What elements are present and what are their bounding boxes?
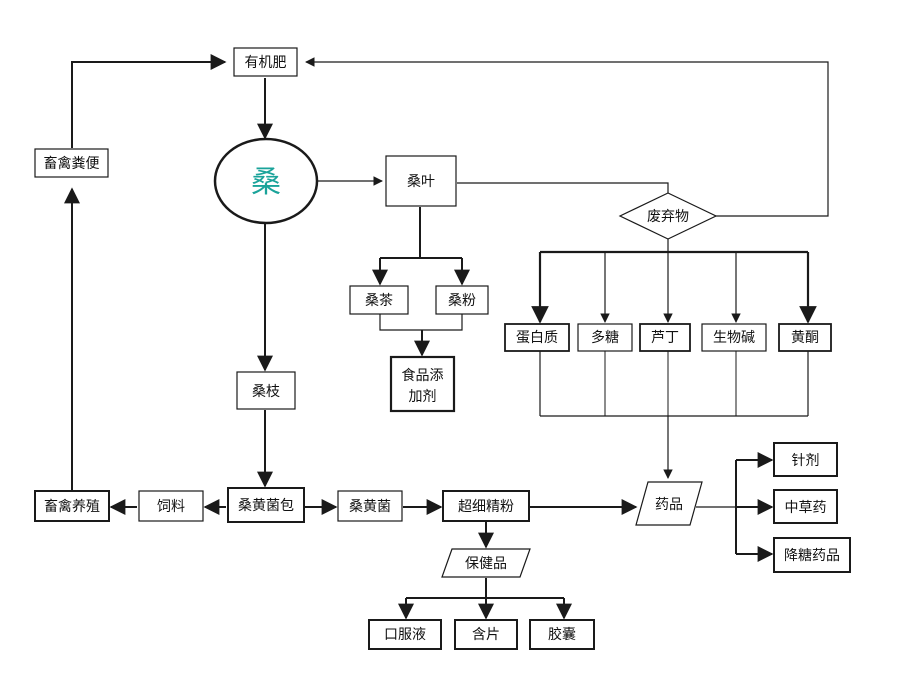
node-health-product: 保健品 <box>441 548 531 578</box>
node-feed: 饲料 <box>138 490 204 522</box>
connectors <box>64 54 829 620</box>
node-mulberry: 桑 <box>213 137 319 225</box>
label-food-additive-line1: 食品添 <box>402 367 444 384</box>
label-tablet: 含片 <box>472 627 500 643</box>
label-polysaccharide: 多糖 <box>591 329 619 346</box>
node-food-additive: 食品添 加剂 <box>389 355 456 413</box>
label-rutin: 芦丁 <box>651 330 679 346</box>
label-mulberry-branch: 桑枝 <box>252 384 280 400</box>
label-mulberry: 桑 <box>251 165 281 200</box>
label-mulberry-powder: 桑粉 <box>448 293 476 309</box>
label-phellinus: 桑黄菌 <box>349 498 391 515</box>
label-flavonoid: 黄酮 <box>791 329 819 346</box>
node-protein: 蛋白质 <box>504 323 570 352</box>
label-capsule: 胶囊 <box>548 626 576 643</box>
node-mulberry-leaf: 桑叶 <box>385 155 457 207</box>
node-chinese-herbal: 中草药 <box>773 489 838 524</box>
node-rutin: 芦丁 <box>639 323 691 352</box>
label-health-product: 保健品 <box>465 556 507 572</box>
label-ultrafine-powder: 超细精粉 <box>458 499 514 515</box>
node-medicine: 药品 <box>635 481 703 526</box>
node-polysaccharide: 多糖 <box>577 323 633 352</box>
node-waste: 废弃物 <box>618 192 718 240</box>
node-alkaloid: 生物碱 <box>701 323 767 352</box>
label-livestock-breeding: 畜禽养殖 <box>44 498 100 515</box>
label-mulberry-tea: 桑茶 <box>365 293 393 309</box>
label-mulberry-leaf: 桑叶 <box>407 174 435 190</box>
node-tablet: 含片 <box>454 619 518 650</box>
label-hypoglycemic: 降糖药品 <box>784 548 840 564</box>
node-livestock-breeding: 畜禽养殖 <box>34 490 110 522</box>
node-mulberry-powder: 桑粉 <box>435 285 489 315</box>
label-organic-fertilizer: 有机肥 <box>245 55 287 71</box>
node-mulberry-branch: 桑枝 <box>236 371 296 410</box>
node-hypoglycemic: 降糖药品 <box>773 537 851 573</box>
node-fungus-bag: 桑黄菌包 <box>227 487 305 523</box>
node-livestock-manure: 畜禽粪便 <box>34 148 109 178</box>
node-oral-liquid: 口服液 <box>368 619 442 650</box>
node-phellinus: 桑黄菌 <box>337 490 403 522</box>
node-ultrafine-powder: 超细精粉 <box>442 490 530 522</box>
edge-manure-to-fertilizer <box>71 54 227 148</box>
edge-tea-powder-merge <box>379 312 463 331</box>
label-livestock-manure: 畜禽粪便 <box>44 155 100 172</box>
label-feed: 饲料 <box>157 499 185 515</box>
label-fungus-bag: 桑黄菌包 <box>238 497 294 514</box>
label-injection: 针剂 <box>792 453 820 469</box>
node-organic-fertilizer: 有机肥 <box>233 47 298 77</box>
label-waste: 废弃物 <box>647 209 689 225</box>
node-capsule: 胶囊 <box>529 619 595 650</box>
edge-leaf-to-waste <box>457 182 669 193</box>
label-oral-liquid: 口服液 <box>384 627 426 643</box>
edge-waste-to-fertilizer <box>305 57 829 217</box>
node-injection: 针剂 <box>773 442 838 477</box>
label-medicine: 药品 <box>655 497 683 513</box>
label-food-additive-line2: 加剂 <box>409 389 437 405</box>
label-chinese-herbal: 中草药 <box>785 500 827 516</box>
label-alkaloid: 生物碱 <box>713 330 755 346</box>
node-flavonoid: 黄酮 <box>778 323 832 352</box>
label-protein: 蛋白质 <box>516 330 558 346</box>
node-mulberry-tea: 桑茶 <box>349 285 409 315</box>
